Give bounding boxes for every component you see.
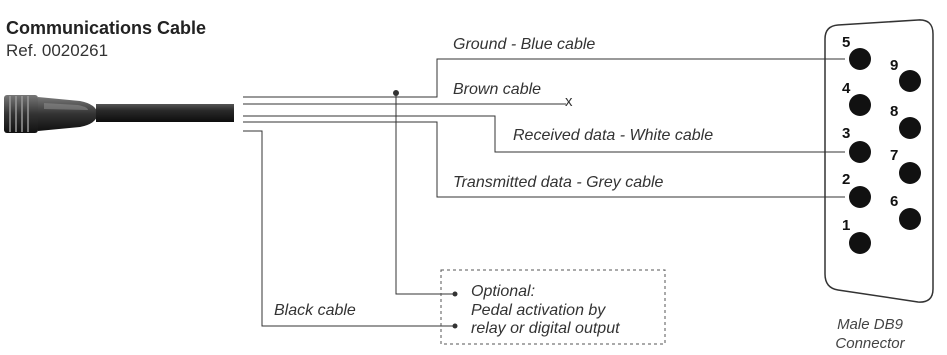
pin-label-5: 5 [842, 34, 851, 51]
pin-2 [849, 186, 871, 208]
pin-label-2: 2 [842, 171, 851, 188]
pin-label-8: 8 [890, 103, 899, 120]
connector-label-line1: Male DB9 [837, 316, 903, 333]
cable-body [96, 104, 234, 122]
pin-label-9: 9 [890, 57, 899, 74]
pin-9 [899, 70, 921, 92]
received-wire-label: Received data - White cable [513, 127, 714, 144]
pin-1 [849, 232, 871, 254]
ground-branch-wire [395, 93, 455, 295]
ground-wire-label: Ground - Blue cable [453, 36, 596, 53]
transmitted-wire [243, 121, 845, 198]
pin-label-7: 7 [890, 147, 899, 164]
black-wire [243, 130, 455, 327]
db9-shell [824, 19, 934, 303]
black-dot [452, 323, 458, 329]
pin-3 [849, 141, 871, 163]
optional-note-line2: Pedal activation by [471, 302, 606, 319]
ground-wire [243, 58, 845, 98]
junction-dot [393, 90, 399, 96]
transmitted-wire-label: Transmitted data - Grey cable [453, 174, 664, 191]
optional-note-line1: Optional: [471, 283, 536, 300]
black-wire-label: Black cable [274, 302, 356, 319]
pin-7 [899, 162, 921, 184]
pin-label-6: 6 [890, 193, 899, 210]
received-wire [243, 115, 845, 153]
optional-dot [452, 291, 458, 297]
connector-label-line2: Connector [835, 335, 905, 352]
brown-wire-label: Brown cable [453, 81, 542, 98]
open-end-mark: x [565, 93, 573, 110]
optional-box [440, 269, 666, 345]
cable-title: Communications Cable [6, 18, 207, 38]
pin-label-3: 3 [842, 125, 851, 142]
pin-label-4: 4 [842, 80, 851, 97]
optional-note-line3: relay or digital output [471, 320, 620, 337]
pin-5 [849, 48, 871, 70]
pin-label-1: 1 [842, 217, 851, 234]
pin-8 [899, 117, 921, 139]
pin-6 [899, 208, 921, 230]
pin-4 [849, 94, 871, 116]
cable-ref: Ref. 0020261 [6, 41, 109, 60]
cable-plug [4, 95, 98, 133]
